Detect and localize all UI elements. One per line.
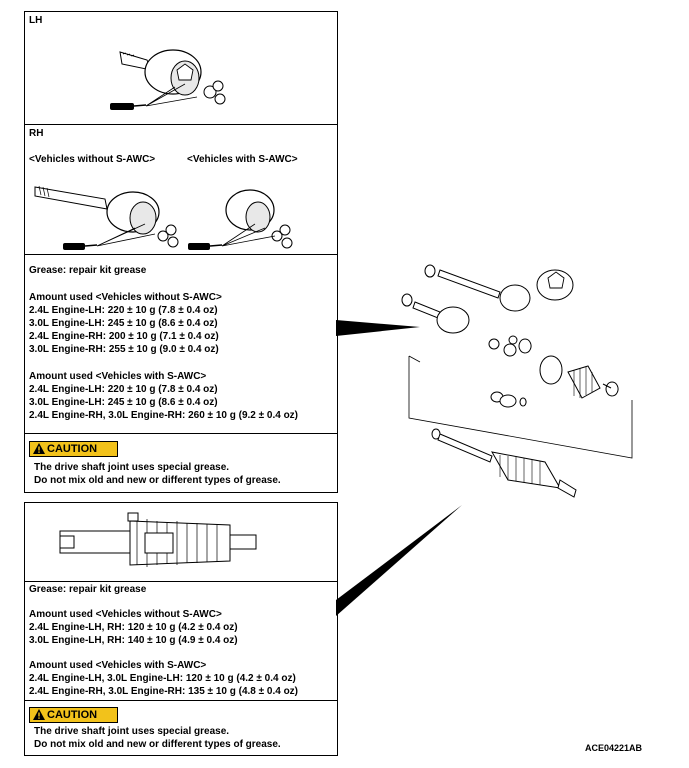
lower-caution-line-1: The drive shaft joint uses special greas… — [34, 726, 230, 737]
upper-caution-label: CAUTION — [47, 443, 98, 455]
upper-group2-line-2: 3.0L Engine-LH: 245 ± 10 g (8.6 ± 0.4 oz… — [29, 397, 218, 408]
warning-icon — [33, 709, 45, 720]
rh-without-saw-label: <Vehicles without S-AWC> — [29, 154, 156, 165]
lower-group2-title: Amount used <Vehicles with S-AWC> — [29, 660, 207, 671]
upper-group2-line-3: 2.4L Engine-RH, 3.0L Engine-RH: 260 ± 10… — [29, 410, 299, 421]
upper-group1-line-3: 2.4L Engine-RH: 200 ± 10 g (7.1 ± 0.4 oz… — [29, 331, 219, 342]
lower-group1-line-2: 3.0L Engine-LH, RH: 140 ± 10 g (4.9 ± 0.… — [29, 635, 238, 646]
upper-grease-line: Grease: repair kit grease — [29, 265, 147, 276]
lower-callout-box: Grease: repair kit grease Amount used <V… — [24, 502, 338, 756]
warning-icon — [33, 443, 45, 454]
lower-group1-title: Amount used <Vehicles without S-AWC> — [29, 609, 222, 620]
lower-caution-badge: CAUTION — [29, 707, 118, 723]
lower-group2-line-1: 2.4L Engine-LH, 3.0L Engine-LH: 120 ± 10… — [29, 673, 296, 684]
lh-label: LH — [29, 15, 43, 26]
lower-caution-line-2: Do not mix old and new or different type… — [34, 739, 281, 750]
upper-group1-line-1: 2.4L Engine-LH: 220 ± 10 g (7.8 ± 0.4 oz… — [29, 305, 218, 316]
upper-callout-box: LH RH <Vehicles without S-AWC> <Vehicles… — [24, 11, 338, 493]
upper-group1-line-2: 3.0L Engine-LH: 245 ± 10 g (8.6 ± 0.4 oz… — [29, 318, 218, 329]
rh-with-saw-label: <Vehicles with S-AWC> — [187, 154, 298, 165]
upper-caution-line-1: The drive shaft joint uses special greas… — [34, 462, 230, 473]
upper-group2-title: Amount used <Vehicles with S-AWC> — [29, 371, 207, 382]
lower-grease-line: Grease: repair kit grease — [29, 584, 147, 595]
lower-group2-line-2: 2.4L Engine-RH, 3.0L Engine-RH: 135 ± 10… — [29, 686, 299, 697]
upper-caution-line-2: Do not mix old and new or different type… — [34, 475, 281, 486]
upper-caution-badge: CAUTION — [29, 441, 118, 457]
lower-group1-line-1: 2.4L Engine-LH, RH: 120 ± 10 g (4.2 ± 0.… — [29, 622, 238, 633]
lower-caution-label: CAUTION — [47, 709, 98, 721]
upper-group2-line-1: 2.4L Engine-LH: 220 ± 10 g (7.8 ± 0.4 oz… — [29, 384, 218, 395]
lh-joint-illustration — [110, 49, 226, 110]
figure-code: ACE04221AB — [585, 743, 643, 753]
upper-group1-line-4: 3.0L Engine-RH: 255 ± 10 g (9.0 ± 0.4 oz… — [29, 344, 219, 355]
rh-label: RH — [29, 128, 44, 139]
rh-joint-illustration — [34, 185, 293, 250]
upper-group1-title: Amount used <Vehicles without S-AWC> — [29, 292, 222, 303]
boot-joint-illustration — [59, 512, 257, 567]
